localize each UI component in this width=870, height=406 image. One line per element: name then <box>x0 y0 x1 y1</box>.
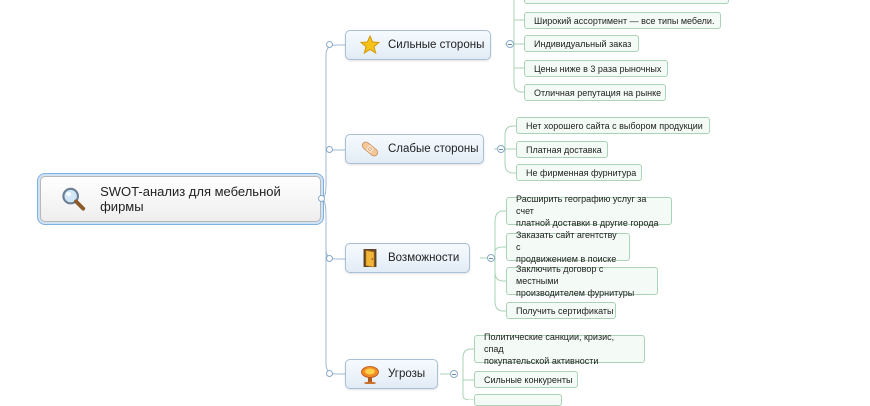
branch-threats[interactable]: Угрозы <box>345 359 438 389</box>
weaknesses-collapse-toggle[interactable] <box>497 145 505 153</box>
threat-item[interactable]: Сильные конкуренты <box>474 371 578 388</box>
explosion-icon <box>361 366 379 384</box>
leaf-clipped-bottom[interactable] <box>474 394 562 406</box>
star-icon <box>360 35 380 55</box>
root-node[interactable]: SWOT-анализ для мебельной фирмы <box>40 176 321 222</box>
opportunity-item[interactable]: Заключить договор с местными производите… <box>506 264 658 298</box>
strength-item[interactable]: Индивидуальный заказ <box>524 35 639 52</box>
strength-item[interactable]: Цены ниже в 3 раза рыночных <box>524 60 668 77</box>
branch-strengths[interactable]: Сильные стороны <box>345 30 491 60</box>
threat-item[interactable]: Политические санкции, кризис, спад покуп… <box>474 332 645 366</box>
opportunity-item[interactable]: Получить сертификаты <box>506 302 616 319</box>
opportunity-item[interactable]: Расширить географию услуг за счет платно… <box>506 194 672 228</box>
root-anchor <box>318 195 325 202</box>
leaf-clipped-top[interactable] <box>524 0 729 4</box>
bandage-icon <box>361 141 379 157</box>
strength-item[interactable]: Отличная репутация на рынке <box>524 84 666 101</box>
root-label: SWOT-анализ для мебельной фирмы <box>100 184 281 214</box>
weaknesses-anchor <box>326 146 333 153</box>
weakness-item[interactable]: Платная доставка <box>516 141 608 158</box>
threats-collapse-toggle[interactable] <box>450 370 458 378</box>
door-icon <box>363 249 377 268</box>
branch-opportunities[interactable]: Возможности <box>345 243 470 273</box>
branch-weaknesses[interactable]: Слабые стороны <box>345 134 484 164</box>
opportunities-collapse-toggle[interactable] <box>487 254 495 262</box>
branch-weaknesses-label: Слабые стороны <box>388 143 479 155</box>
threats-anchor <box>326 370 333 377</box>
branch-strengths-label: Сильные стороны <box>388 39 485 51</box>
opportunities-anchor <box>326 255 333 262</box>
branch-opportunities-label: Возможности <box>388 252 460 264</box>
strength-item[interactable]: Широкий ассортимент — все типы мебели. <box>524 12 721 29</box>
strengths-collapse-toggle[interactable] <box>506 40 514 48</box>
weakness-item[interactable]: Нет хорошего сайта с выбором продукции <box>516 117 710 134</box>
opportunity-item[interactable]: Заказать сайт агентству с продвижением в… <box>506 230 630 264</box>
weakness-item[interactable]: Не фирменная фурнитура <box>516 164 642 181</box>
magnifier-icon <box>62 187 86 211</box>
branch-threats-label: Угрозы <box>388 368 426 380</box>
strengths-anchor <box>326 41 333 48</box>
